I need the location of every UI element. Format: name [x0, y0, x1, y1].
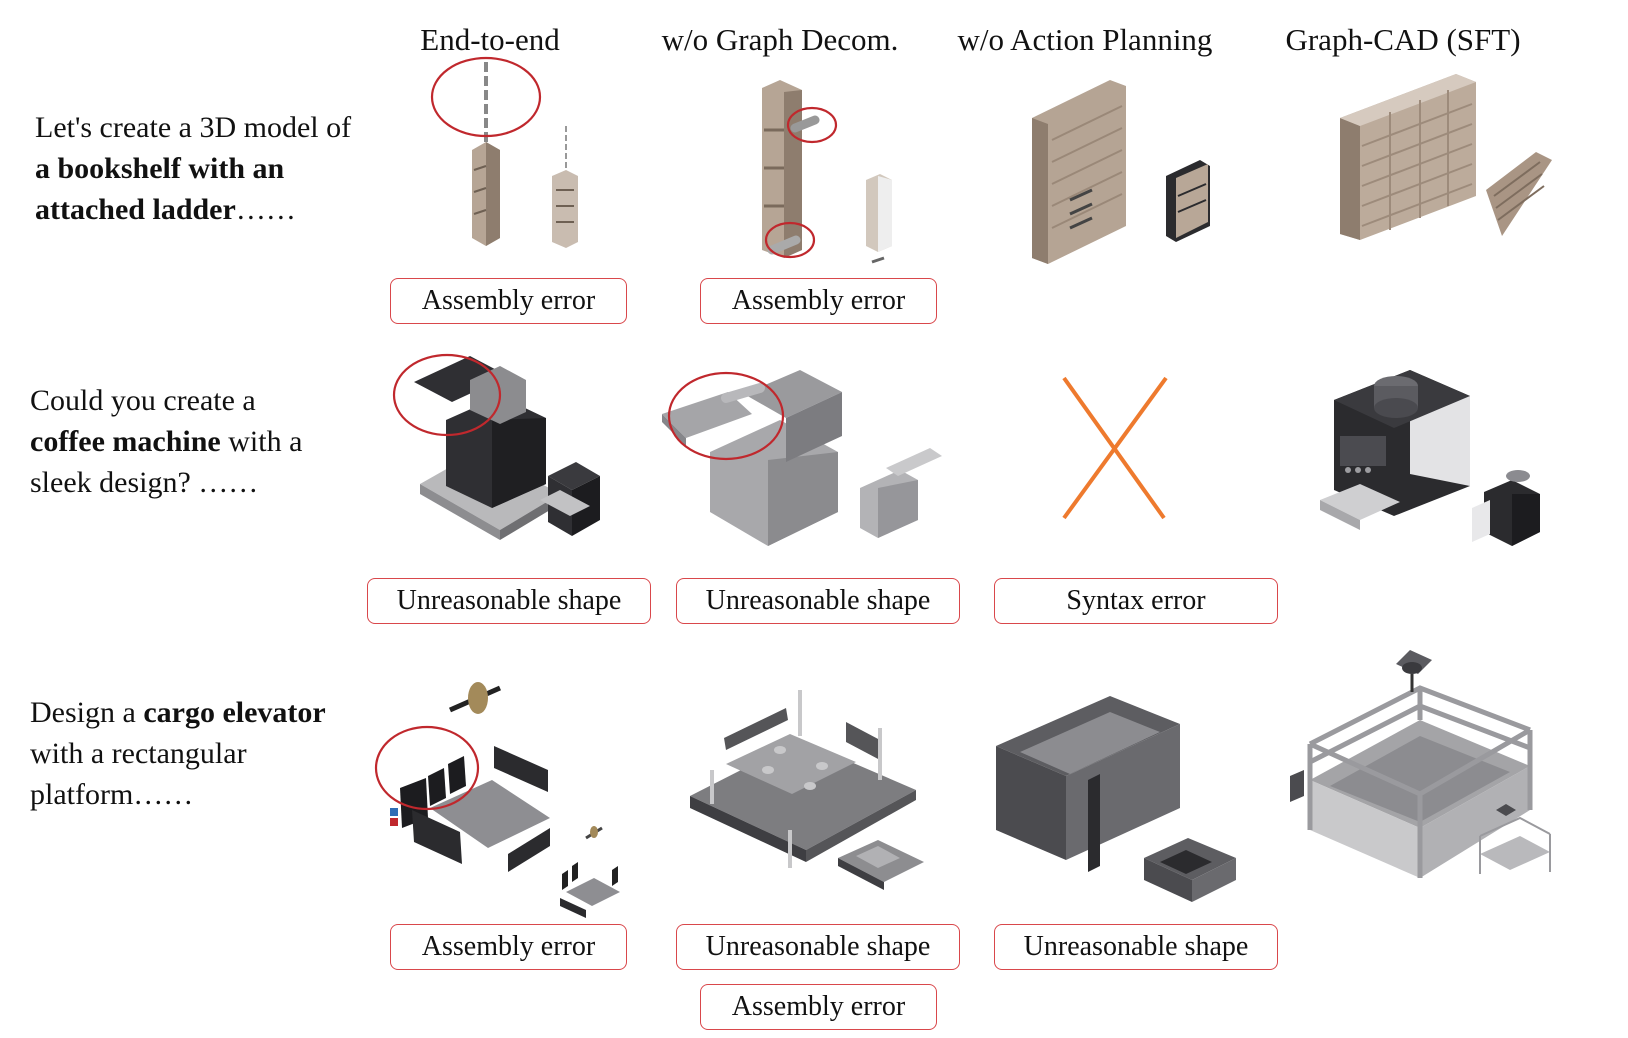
bookshelf-wo-graph-decom	[762, 80, 892, 264]
prompt-line: attached ladder……	[35, 189, 351, 230]
prompt-line: Could you create a	[30, 380, 302, 421]
prompt-line: a bookshelf with an	[35, 148, 351, 189]
prompt-text: platform……	[30, 778, 194, 811]
bookshelf-graph-cad	[1340, 74, 1552, 240]
cargo-elevator-wo-action-planning	[996, 696, 1236, 902]
prompt-line: with a rectangular	[30, 733, 326, 774]
coffee-machine-wo-graph-decom	[662, 370, 942, 546]
prompt-text: Design a	[30, 696, 144, 729]
prompt-text: Could you create a	[30, 384, 256, 417]
error-label-assembly: Assembly error	[700, 278, 937, 324]
prompt-line: platform……	[30, 774, 326, 815]
prompt-text: with a	[220, 425, 303, 458]
error-label-syntax: Syntax error	[994, 578, 1278, 624]
error-label-unreasonable-shape: Unreasonable shape	[676, 578, 960, 624]
small-elevator-parts	[560, 826, 620, 918]
prompt-text-bold: attached ladder	[35, 193, 236, 226]
coffee-machine-graph-cad	[1320, 370, 1540, 546]
error-label-assembly: Assembly error	[390, 278, 627, 324]
prompt-line: sleek design? ……	[30, 462, 302, 503]
coffee-machine-end-to-end	[414, 356, 600, 540]
cargo-elevator-end-to-end	[390, 682, 620, 918]
prompt-text: Let's create a 3D model of	[35, 111, 352, 144]
prompt-line: Let's create a 3D model of	[35, 107, 351, 148]
prompt-text-bold: a bookshelf with an	[35, 152, 285, 185]
cargo-elevator-graph-cad	[1290, 650, 1551, 878]
error-label-unreasonable-shape: Unreasonable shape	[994, 924, 1278, 970]
prompt-cargo-elevator: Design a cargo elevator with a rectangul…	[30, 692, 326, 815]
cargo-elevator-wo-graph-decom	[690, 690, 924, 890]
bookshelf-end-to-end	[472, 62, 578, 248]
syntax-error-cross-icon	[1062, 376, 1168, 520]
column-header-end-to-end: End-to-end	[420, 22, 560, 57]
error-label-unreasonable-shape: Unreasonable shape	[676, 924, 960, 970]
prompt-text-bold: cargo elevator	[143, 696, 326, 729]
prompt-text-bold: coffee machine	[30, 425, 221, 458]
error-label-unreasonable-shape: Unreasonable shape	[367, 578, 651, 624]
prompt-text: ……	[235, 193, 296, 226]
prompt-bookshelf: Let's create a 3D model of a bookshelf w…	[35, 107, 351, 230]
prompt-text: with a rectangular	[30, 737, 247, 770]
column-header-wo-graph-decom: w/o Graph Decom.	[661, 22, 899, 57]
prompt-coffee-machine: Could you create a coffee machine with a…	[30, 380, 302, 503]
error-circle-icon	[374, 56, 838, 811]
prompt-line: coffee machine with a	[30, 421, 302, 462]
prompt-line: Design a cargo elevator	[30, 692, 326, 733]
prompt-text: sleek design? ……	[30, 466, 259, 499]
error-label-assembly: Assembly error	[390, 924, 627, 970]
error-label-assembly: Assembly error	[700, 984, 937, 1030]
bookshelf-wo-action-planning	[1032, 80, 1210, 264]
column-header-wo-action-planning: w/o Action Planning	[957, 22, 1213, 57]
column-header-graph-cad-sft: Graph-CAD (SFT)	[1285, 22, 1521, 57]
